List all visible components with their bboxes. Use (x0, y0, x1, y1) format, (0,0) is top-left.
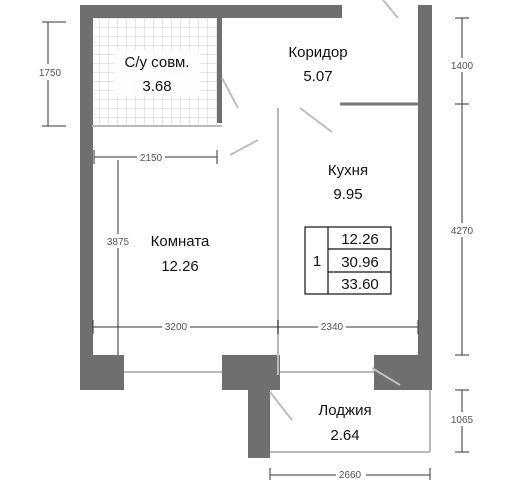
room-kitchen: Кухня 9.95 (328, 162, 368, 203)
room-bathroom-name: С/у совм. (125, 54, 190, 71)
summary-rooms-count: 1 (313, 253, 321, 270)
dim-room-width: 3200 (165, 322, 188, 333)
wall-right (418, 5, 432, 390)
wall-bottom-left (80, 355, 124, 390)
wall-left (80, 5, 93, 390)
room-living: Комната 12.26 (151, 233, 210, 275)
dim-loggia-width: 2660 (339, 470, 362, 480)
wall-bottom-right (374, 355, 432, 390)
room-corridor-area: 5.07 (303, 68, 332, 85)
room-corridor-name: Коридор (288, 44, 347, 61)
door-entrance (382, 0, 399, 19)
dim-bath-height: 1750 (39, 68, 62, 79)
summary-total-area: 30.96 (341, 254, 379, 271)
area-summary-table: 1 12.26 30.96 33.60 (304, 226, 392, 295)
dim-loggia-height: 1065 (451, 415, 474, 426)
dim-bath-width: 2150 (140, 153, 163, 164)
wall-top-left (80, 5, 342, 18)
room-loggia-area: 2.64 (330, 427, 359, 444)
room-bathroom: С/у совм. 3.68 (114, 50, 200, 96)
dim-kitchen-width: 2340 (321, 322, 344, 333)
room-loggia-name: Лоджия (318, 402, 371, 419)
summary-total-with-loggia: 33.60 (341, 276, 379, 293)
wall-bath-right (217, 5, 222, 123)
dim-corridor-height: 1400 (451, 61, 474, 72)
door-loggia-left (269, 391, 293, 421)
room-kitchen-name: Кухня (328, 162, 368, 179)
wall-loggia-left (248, 380, 270, 458)
room-loggia: Лоджия 2.64 (318, 402, 371, 444)
room-kitchen-area: 9.95 (333, 186, 362, 203)
room-bathroom-area: 3.68 (142, 78, 171, 95)
room-living-name: Комната (151, 233, 210, 250)
walls (80, 5, 432, 458)
dim-room-height: 3875 (107, 237, 130, 248)
door-loggia (371, 367, 401, 386)
doors (221, 0, 401, 421)
door-bathroom (221, 77, 239, 109)
room-living-area: 12.26 (161, 258, 199, 275)
dim-kitchen-height: 4270 (451, 226, 474, 237)
summary-living-area: 12.26 (341, 231, 379, 248)
room-corridor: Коридор 5.07 (288, 44, 347, 85)
partitions (92, 102, 431, 453)
door-kitchen (299, 107, 333, 133)
door-room (229, 139, 259, 156)
